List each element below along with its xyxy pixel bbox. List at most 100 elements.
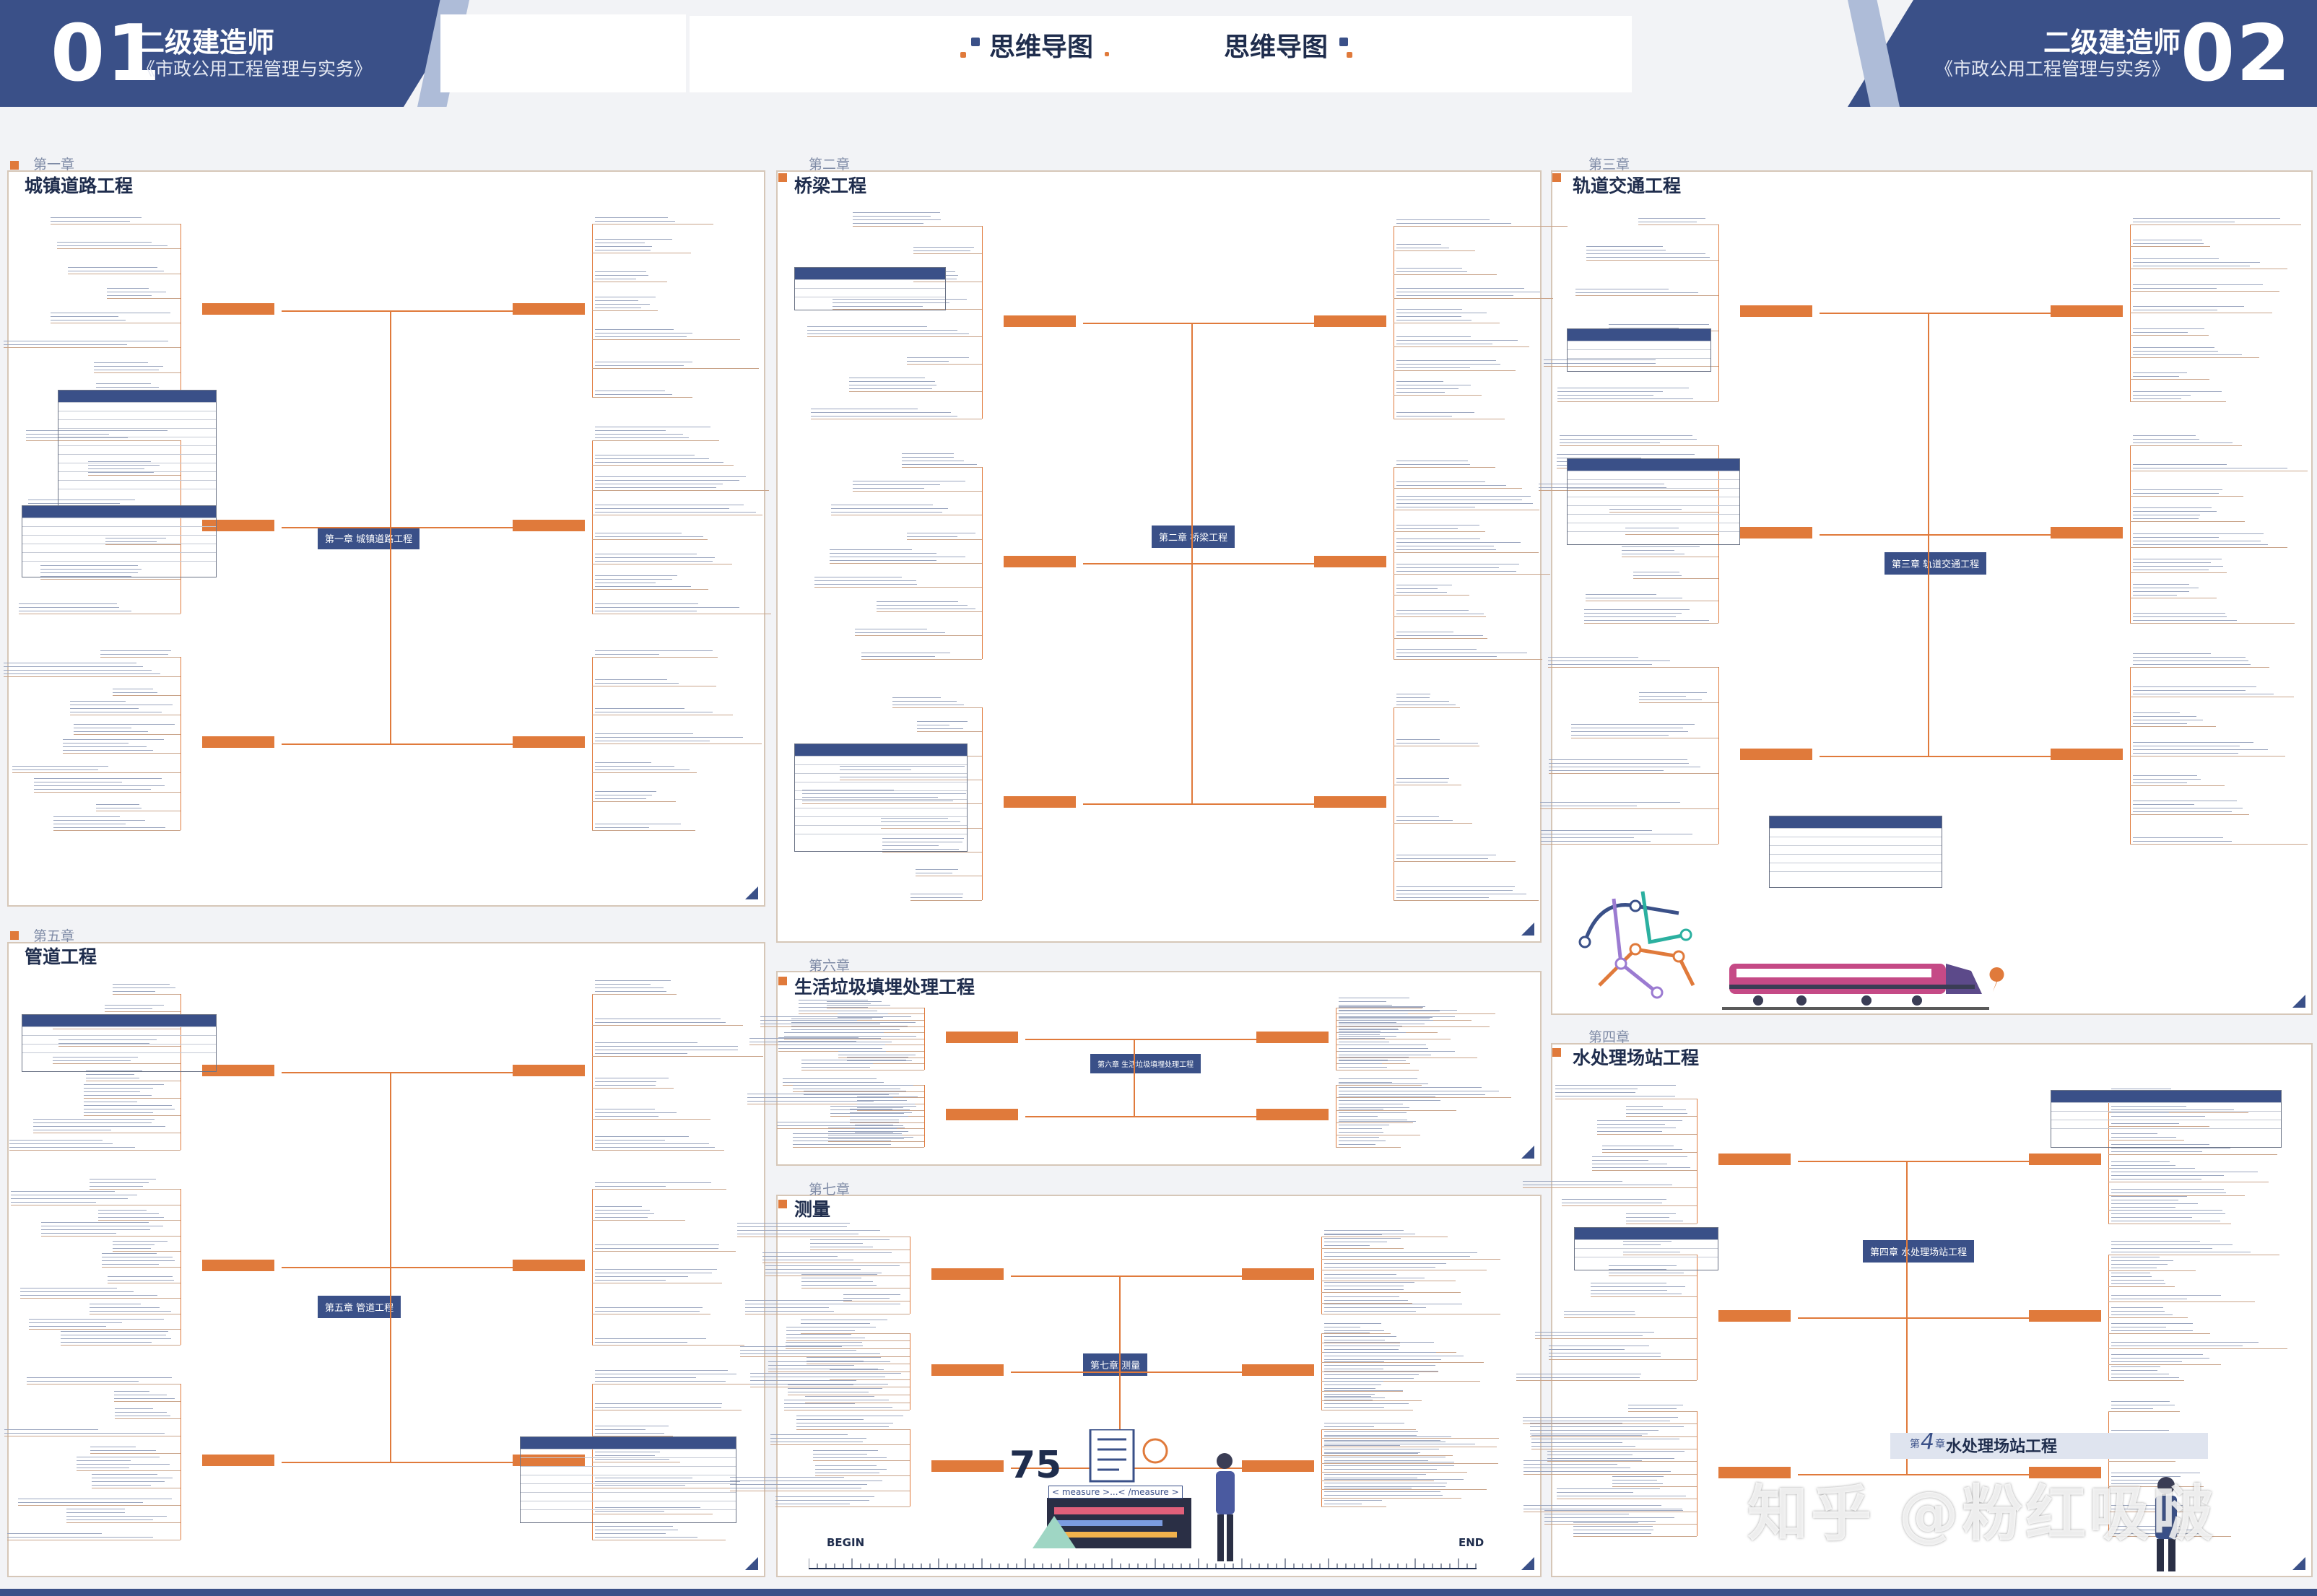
text-line <box>730 1477 845 1478</box>
text-line <box>800 1330 856 1331</box>
leaf-line <box>2108 1486 2204 1487</box>
mindmap-label-marker-1 <box>971 38 980 46</box>
text-line <box>1324 1452 1420 1453</box>
text-line <box>18 1502 143 1503</box>
text-line <box>739 1353 881 1354</box>
mini-table-row <box>795 808 967 816</box>
text-line <box>1324 1336 1396 1337</box>
mini-table-row <box>1575 1248 1718 1257</box>
text-line <box>11 1198 128 1199</box>
chapter-3-marker <box>1552 173 1561 182</box>
leaf-line <box>853 226 982 227</box>
text-line <box>788 1384 854 1385</box>
text-line <box>1396 656 1497 658</box>
leaf-line <box>907 363 982 365</box>
leaf-line <box>2130 246 2211 248</box>
text-line <box>595 536 704 538</box>
text-line <box>1339 1115 1378 1117</box>
text-line <box>791 1029 900 1031</box>
text-line <box>91 1474 158 1475</box>
text-line <box>66 1516 168 1517</box>
header-left-subtitle: 《市政公用工程管理与实务》 <box>137 58 373 79</box>
text-line <box>1516 1377 1640 1378</box>
leaf-line <box>1548 667 1718 668</box>
text-line <box>831 512 943 513</box>
text-line <box>1609 509 1682 510</box>
leaf-line <box>793 1147 924 1148</box>
leaf-line <box>1583 622 1718 624</box>
text-line <box>827 1000 882 1002</box>
leaf-line <box>1394 707 1461 708</box>
leaf-line <box>2130 290 2280 292</box>
leaf-line <box>2130 622 2295 624</box>
text-line <box>1324 1453 1419 1455</box>
mini-table <box>520 1436 736 1523</box>
text-line <box>595 458 709 460</box>
text-line <box>595 679 668 680</box>
section-node <box>2029 1154 2101 1166</box>
measure-graphics <box>1033 1429 1191 1548</box>
branch-connector <box>390 310 391 534</box>
text-line <box>1396 635 1484 636</box>
text-line <box>1324 1299 1408 1301</box>
text-line <box>1396 380 1443 382</box>
text-line <box>595 430 666 431</box>
branch-line <box>1820 313 1928 315</box>
text-line <box>1585 594 1657 595</box>
text-line <box>2133 533 2264 534</box>
text-line <box>2111 1483 2162 1484</box>
text-line <box>1396 820 1453 821</box>
mini-table-row <box>2051 1120 2281 1128</box>
chapter-5-center-node: 第五章 管道工程 <box>318 1296 401 1318</box>
text-line <box>855 1128 897 1130</box>
leaf-line <box>2108 1112 2248 1113</box>
text-line <box>736 1230 880 1231</box>
text-line <box>26 430 168 431</box>
text-line <box>1540 837 1635 839</box>
text-line <box>778 1040 856 1042</box>
leaf-line <box>1321 1455 1453 1456</box>
text-line <box>827 1004 891 1006</box>
text-line <box>595 1186 666 1187</box>
text-line <box>115 1408 154 1409</box>
leaf-line <box>18 1505 181 1506</box>
leaf-line <box>1573 1536 1697 1538</box>
text-line <box>1324 1486 1446 1487</box>
leaf-line <box>846 1063 924 1065</box>
text-line <box>792 1084 913 1086</box>
text-line <box>51 221 130 222</box>
panel-corner-marker <box>1521 1146 1534 1159</box>
text-line <box>106 295 152 296</box>
text-line <box>2133 536 2219 538</box>
text-line <box>1602 1148 1683 1150</box>
mini-table-row <box>1575 1257 1718 1265</box>
leaf-line <box>105 544 181 545</box>
mini-table-row <box>521 1466 736 1475</box>
text-line <box>1548 763 1690 764</box>
text-line <box>1555 1084 1677 1086</box>
chapter-5-marker <box>10 931 19 940</box>
text-line <box>907 357 969 358</box>
header-left-banner <box>0 0 469 107</box>
mini-table-row <box>795 288 945 297</box>
text-line <box>1324 1307 1426 1308</box>
mini-table <box>58 390 217 513</box>
text-line <box>2111 1314 2173 1315</box>
text-line <box>595 1147 716 1148</box>
text-line <box>768 1361 890 1362</box>
text-line <box>1621 546 1700 547</box>
leaf-line <box>106 297 181 299</box>
text-line <box>1324 1491 1440 1492</box>
text-line <box>1396 485 1506 487</box>
chapter-4-number: 第四章 <box>1588 1029 1630 1045</box>
leaf-line <box>58 1046 181 1047</box>
text-line <box>41 1221 149 1223</box>
branch-line <box>1134 1116 1256 1118</box>
text-line <box>849 1112 912 1113</box>
leaf-line <box>1529 1436 1697 1437</box>
text-line <box>1339 1019 1434 1021</box>
leaf-line <box>1394 394 1482 396</box>
branch-line <box>1119 1468 1242 1470</box>
leaf-line <box>1394 595 1469 596</box>
text-line <box>814 580 917 582</box>
